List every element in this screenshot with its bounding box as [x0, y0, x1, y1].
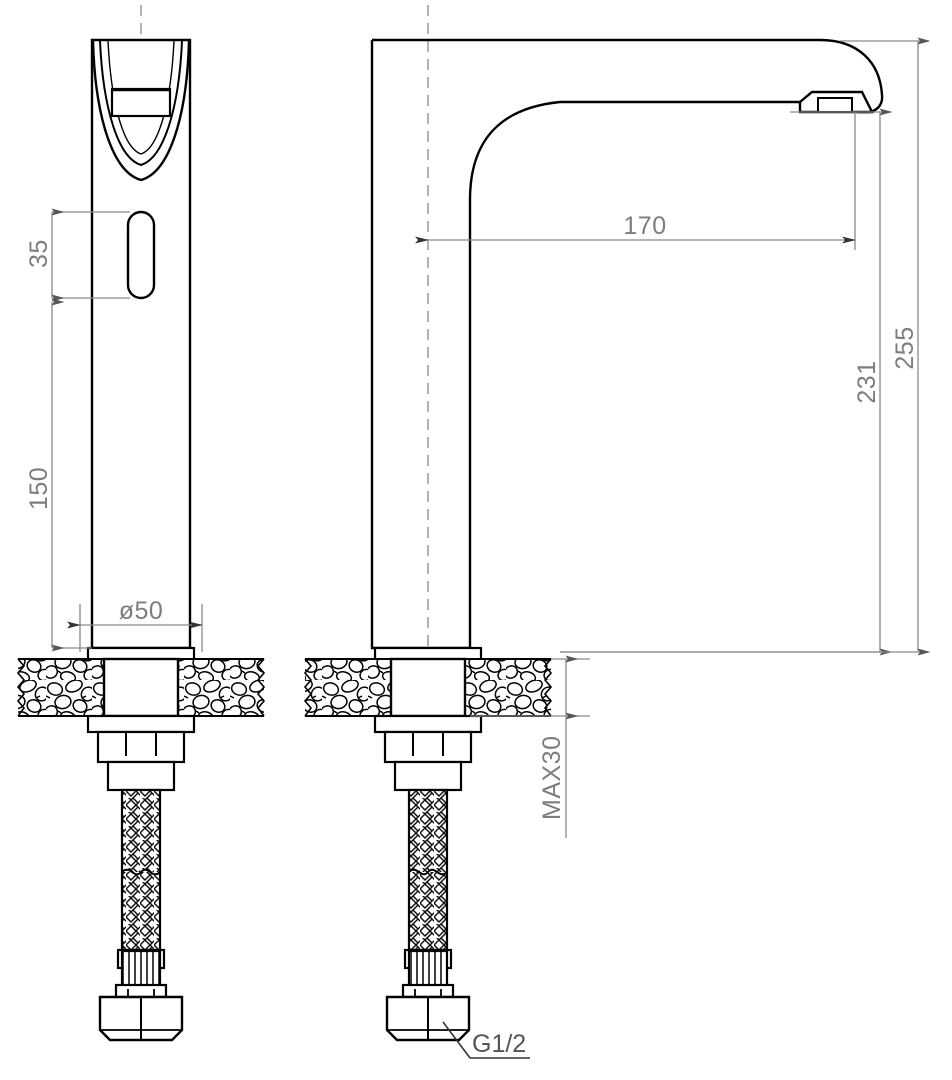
dim-d50-label: ø50: [119, 597, 164, 625]
dim-150: 150: [25, 298, 92, 652]
dim-150-label: 150: [25, 467, 53, 510]
dim-max30-label: MAX30: [538, 736, 566, 820]
front-view: [16, 5, 266, 1042]
mounting-shank-front: [102, 657, 180, 718]
spout-outer-curve: [91, 40, 191, 182]
spout-inner-curve: [99, 40, 183, 167]
lock-nut-side: [383, 730, 473, 764]
sensor-window-front: [126, 210, 156, 300]
sensor-lens-side: [817, 97, 853, 113]
hex-nut-side: [385, 989, 471, 1042]
dim-35: 35: [25, 208, 130, 302]
spout-inner-profile: [370, 40, 855, 650]
spout-outer-profile: [372, 38, 884, 114]
hose-shoulder-side: [401, 983, 455, 999]
dim-35-label: 35: [25, 239, 53, 268]
spout-outlet-cap: [110, 87, 172, 118]
hose-collar-side: [393, 760, 463, 792]
hose-break-line-side: [408, 868, 448, 876]
dim-255: 255: [560, 37, 931, 656]
dim-170-label: 170: [623, 212, 666, 240]
hose-break-line-front: [121, 868, 161, 876]
knurled-section-side: [407, 949, 449, 991]
note-g12: G1/2: [442, 1021, 530, 1059]
knurled-section-front: [120, 949, 162, 991]
mounting-shank-side: [389, 657, 467, 718]
hex-nut-front: [98, 989, 184, 1042]
hose-shoulder-front: [114, 983, 168, 999]
sensor-housing-side: [798, 90, 874, 114]
dim-max30: MAX30: [470, 655, 590, 838]
washer-plate-front: [86, 714, 196, 734]
hose-collar-front: [106, 760, 176, 792]
dim-d50: ø50: [67, 597, 203, 652]
dim-255-label: 255: [891, 326, 919, 369]
washer-plate-side: [373, 714, 483, 734]
side-view: [303, 5, 884, 1042]
dim-231-label: 231: [853, 360, 881, 403]
note-g12-leader: [442, 1021, 471, 1059]
dim-170: 170: [415, 112, 856, 250]
lock-nut-front: [96, 730, 186, 764]
note-g12-label: G1/2: [472, 1030, 526, 1058]
